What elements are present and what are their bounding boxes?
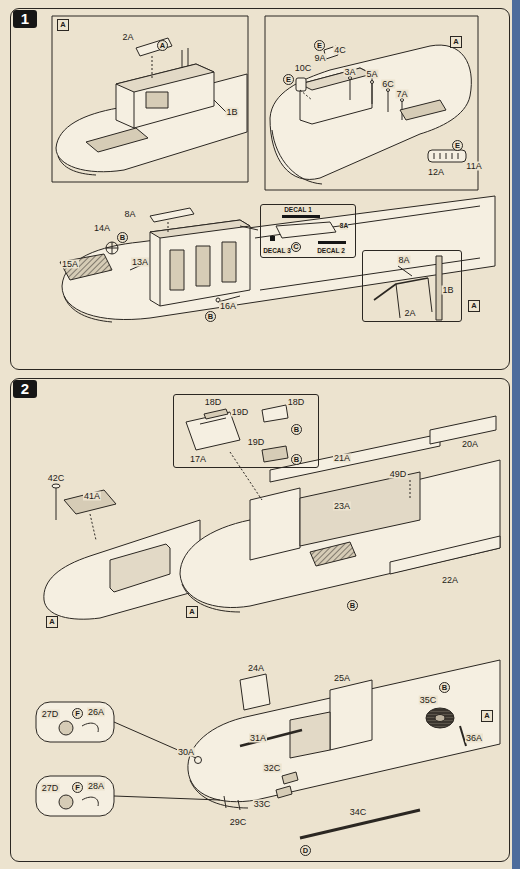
decal-label: 8A [340, 223, 348, 230]
callout-number: 19D [247, 438, 266, 447]
callout-number: 21A [333, 454, 351, 463]
callout-number: 16A [219, 302, 237, 311]
marking-circle: D [300, 845, 311, 856]
callout-number: 27D [41, 784, 60, 793]
callout-number: 35C [419, 696, 438, 705]
view-label: A [484, 712, 489, 720]
callout-number: 1B [225, 108, 238, 117]
callout-number: 41A [83, 492, 101, 501]
callout-number: 15A [61, 260, 79, 269]
callout-number: 24A [247, 664, 265, 673]
callout-number: 18D [204, 398, 223, 407]
marking-circle: E [452, 140, 463, 151]
callout-number: 13A [131, 258, 149, 267]
callout-number: 14A [93, 224, 111, 233]
callout-number: 9A [313, 54, 326, 63]
marking-circle: F [72, 708, 83, 719]
view-label-box: A [450, 36, 462, 48]
marking-letter: E [317, 42, 322, 50]
callout-number: 20A [461, 440, 479, 449]
marking-circle: C [291, 242, 301, 252]
view-label: A [453, 38, 458, 46]
callout-number: 2A [121, 33, 134, 42]
callout-number: 17A [189, 455, 207, 464]
callout-number: 49D [389, 470, 408, 479]
marking-circle: F [72, 782, 83, 793]
decal-label: DECAL 3 [263, 248, 291, 255]
callout-number: 31A [249, 734, 267, 743]
callout-number: 34C [349, 808, 368, 817]
callout-number: 25A [333, 674, 351, 683]
background-strip [512, 0, 520, 869]
decal-label: DECAL 1 [284, 207, 312, 214]
marking-letter: B [350, 602, 355, 610]
decal-label: DECAL 2 [317, 248, 345, 255]
step-number: 2 [13, 380, 37, 398]
callout-number: 36A [465, 734, 483, 743]
marking-letter: F [75, 710, 80, 718]
marking-letter: B [442, 684, 447, 692]
view-label-box: A [481, 710, 493, 722]
marking-circle: B [439, 682, 450, 693]
view-label: A [49, 618, 54, 626]
marking-circle: A [157, 40, 168, 51]
view-label-box: A [57, 19, 69, 31]
callout-number: 6C [381, 80, 395, 89]
view-label-box: A [468, 300, 480, 312]
callout-number: 8A [397, 256, 410, 265]
callout-number: 1B [441, 286, 454, 295]
callout-number: 28A [87, 782, 105, 791]
marking-circle: B [291, 454, 302, 465]
marking-circle: E [283, 74, 294, 85]
detail-inset: 8A 1B 2A [362, 250, 462, 322]
callout-number: 11A [465, 162, 482, 171]
callout-number: 33C [253, 800, 272, 809]
step-panel: 2 18D 19D 18D 17A 19D B B A A B B A F F D [10, 378, 510, 862]
callout-number: 19D [231, 408, 250, 417]
callout-number: 22A [441, 576, 459, 585]
callout-number: 10C [294, 64, 313, 73]
marking-letter: D [303, 847, 308, 855]
detail-inset: 18D 19D 18D 17A 19D B B [173, 394, 319, 468]
marking-letter: E [455, 142, 460, 150]
callout-number: 23A [333, 502, 351, 511]
callout-number: 26A [87, 708, 105, 717]
marking-circle: E [314, 40, 325, 51]
marking-letter: B [294, 426, 299, 434]
callout-number: 8A [123, 210, 136, 219]
drawing [36, 16, 500, 838]
callout-number: 29C [229, 818, 248, 827]
marking-circle: B [291, 424, 302, 435]
marking-letter: F [75, 784, 80, 792]
view-label: A [60, 21, 65, 29]
marking-letter: B [120, 234, 125, 242]
callout-number: 5A [365, 70, 378, 79]
callout-number: 30A [177, 748, 195, 757]
marking-circle: B [347, 600, 358, 611]
marking-letter: B [294, 456, 299, 464]
callout-number: 2A [403, 309, 416, 318]
marking-circle: B [205, 311, 216, 322]
step-panel: 1A A A E E E DECAL 1 8A DECAL 2 DECAL 3C B 8A 1B 2A B A [10, 8, 510, 370]
step-number: 1 [13, 10, 37, 28]
callout-number: 32C [263, 764, 282, 773]
marking-letter: B [208, 313, 213, 321]
callout-number: 12A [427, 168, 445, 177]
view-label: A [189, 608, 194, 616]
callout-number: 7A [395, 90, 408, 99]
view-label: A [471, 302, 476, 310]
marking-circle: B [117, 232, 128, 243]
marking-letter: A [160, 42, 165, 50]
callout-number: 4C [333, 46, 347, 55]
view-label-box: A [46, 616, 58, 628]
callout-number: 18D [287, 398, 306, 407]
callout-number: 3A [343, 68, 356, 77]
marking-letter: E [286, 76, 291, 84]
view-label-box: A [186, 606, 198, 618]
callout-number: 27D [41, 710, 60, 719]
callout-number: 42C [47, 474, 66, 483]
detail-inset: DECAL 1 8A DECAL 2 DECAL 3C [260, 204, 356, 258]
marking-letter: C [293, 243, 298, 251]
